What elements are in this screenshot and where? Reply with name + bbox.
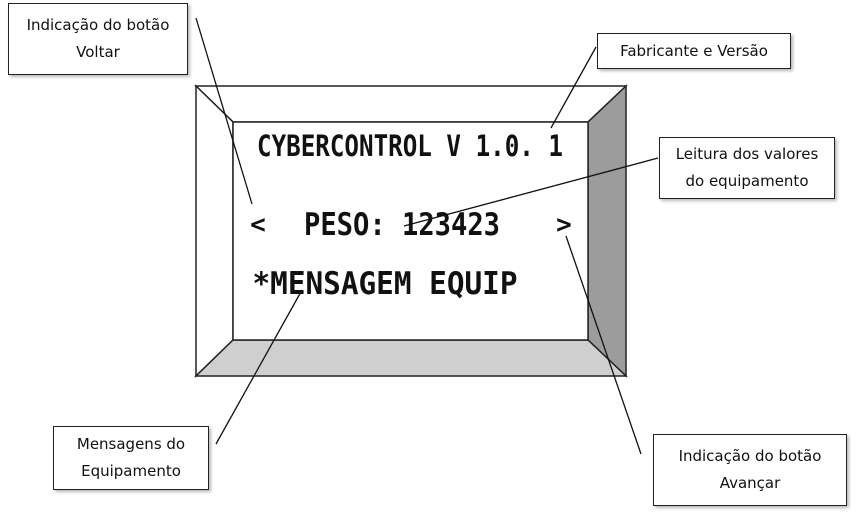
callout-leitura-line1: Leitura dos valores bbox=[675, 145, 819, 163]
bezel-bottom bbox=[194, 339, 628, 377]
leader-leitura bbox=[403, 157, 659, 227]
bezel-top bbox=[194, 85, 628, 123]
callout-fabricante: Fabricante e Versão bbox=[597, 33, 791, 69]
bezel-left bbox=[195, 84, 234, 378]
reading-value: PESO: 123423 bbox=[304, 207, 500, 243]
forward-indicator[interactable]: > bbox=[556, 210, 572, 240]
callout-voltar-line1: Indicação do botão bbox=[26, 16, 170, 34]
callout-mensagens-line2: Equipamento bbox=[81, 462, 181, 480]
leader-avancar bbox=[565, 235, 642, 455]
callout-leitura: Leitura dos valores do equipamento bbox=[659, 137, 835, 199]
message-line: *MENSAGEM EQUIP bbox=[253, 266, 518, 302]
leader-mensagens bbox=[215, 289, 303, 445]
callout-avancar-line2: Avançar bbox=[719, 474, 781, 492]
lcd-screen bbox=[232, 121, 589, 341]
callout-avancar-line1: Indicação do botão bbox=[678, 447, 822, 465]
callout-mensagens-line1: Mensagens do bbox=[76, 435, 186, 453]
leader-fabricante bbox=[550, 46, 597, 129]
title-line: CYBERCONTROL V 1.0. 1 bbox=[257, 129, 563, 163]
leader-voltar bbox=[195, 17, 253, 205]
bezel-right bbox=[587, 84, 627, 378]
callout-leitura-line2: do equipamento bbox=[685, 172, 809, 190]
callout-mensagens: Mensagens do Equipamento bbox=[53, 426, 209, 490]
back-indicator[interactable]: < bbox=[250, 210, 266, 240]
callout-avancar: Indicação do botão Avançar bbox=[653, 434, 847, 506]
callout-voltar: Indicação do botão Voltar bbox=[8, 3, 188, 75]
callout-fabricante-line1: Fabricante e Versão bbox=[620, 41, 768, 60]
callout-voltar-line2: Voltar bbox=[76, 43, 120, 61]
